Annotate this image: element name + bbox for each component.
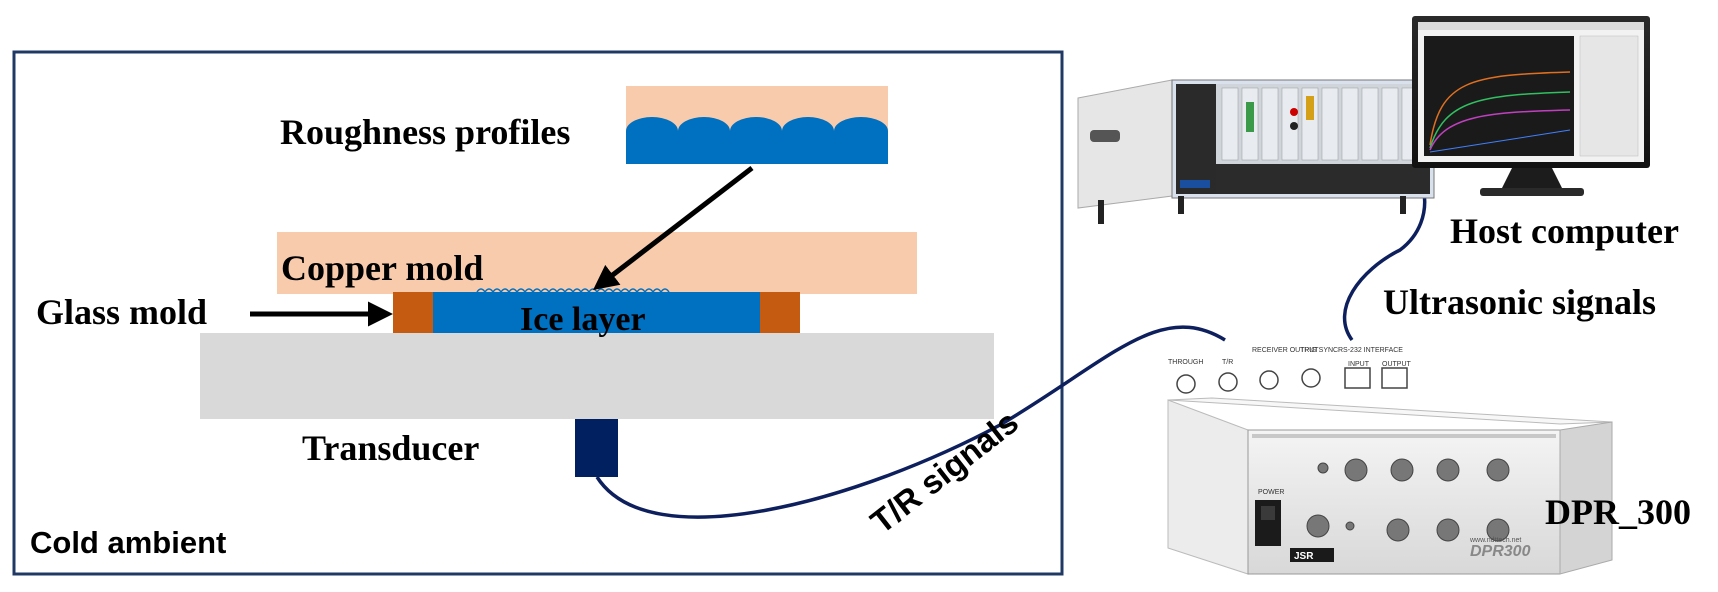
tr-cable — [595, 325, 1226, 519]
ice-roughness-surface — [476, 288, 670, 294]
cold-ambient-frame — [12, 50, 1064, 576]
cold-ambient-label: Cold ambient — [30, 525, 226, 560]
roughness-profiles-label: Roughness profiles — [280, 112, 570, 152]
glass-mold-left — [393, 292, 433, 333]
rs232-output-port — [1381, 367, 1408, 389]
transducer — [575, 419, 618, 477]
trig-sync-connector — [1301, 368, 1321, 388]
glass-mold-label: Glass mold — [36, 292, 207, 332]
host-computer-label: Host computer — [1450, 211, 1679, 251]
tr-connector — [1218, 372, 1238, 392]
panel-output-label: OUTPUT — [1382, 361, 1412, 368]
ultrasonic-signals-label: Ultrasonic signals — [1383, 282, 1656, 322]
panel-input-label: INPUT — [1348, 361, 1370, 368]
dpr300-device: POWER JSR DPR300 www.ndttech.net — [1167, 397, 1613, 575]
panel-trig-sync-label: TRIG SYNC — [1300, 347, 1338, 354]
receiver-output-connector — [1259, 370, 1279, 390]
monitor — [1412, 16, 1650, 196]
through-connector — [1176, 374, 1196, 394]
device-brand: JSR — [1294, 551, 1314, 562]
device-model: DPR300 — [1470, 543, 1531, 560]
panel-rs232-label: RS-232 INTERFACE — [1338, 347, 1403, 354]
roughness-arrow-icon — [593, 166, 754, 291]
panel-through-label: THROUGH — [1168, 359, 1203, 366]
glass-mold-right — [760, 292, 800, 333]
tr-signals-label: T/R signals — [864, 403, 1026, 541]
copper-mold-label: Copper mold — [281, 248, 483, 288]
dpr-300-label: DPR_300 — [1545, 492, 1691, 532]
ice-layer — [433, 292, 760, 333]
roughness-profile-swatch — [626, 86, 888, 164]
rs232-input-port — [1344, 367, 1371, 389]
base-plate — [200, 333, 994, 419]
panel-receiver-output-label: RECEIVER OUTPUT — [1252, 347, 1319, 354]
pxi-chassis — [1077, 79, 1435, 224]
ice-layer-label: Ice layer — [520, 301, 646, 338]
panel-tr-label: T/R — [1222, 359, 1233, 366]
power-label: POWER — [1258, 489, 1284, 496]
transducer-label: Transducer — [302, 428, 479, 468]
device-url: www.ndttech.net — [1469, 537, 1521, 544]
rear-panel: THROUGH T/R RECEIVER OUTPUT TRIG SYNC RS… — [1168, 347, 1412, 394]
